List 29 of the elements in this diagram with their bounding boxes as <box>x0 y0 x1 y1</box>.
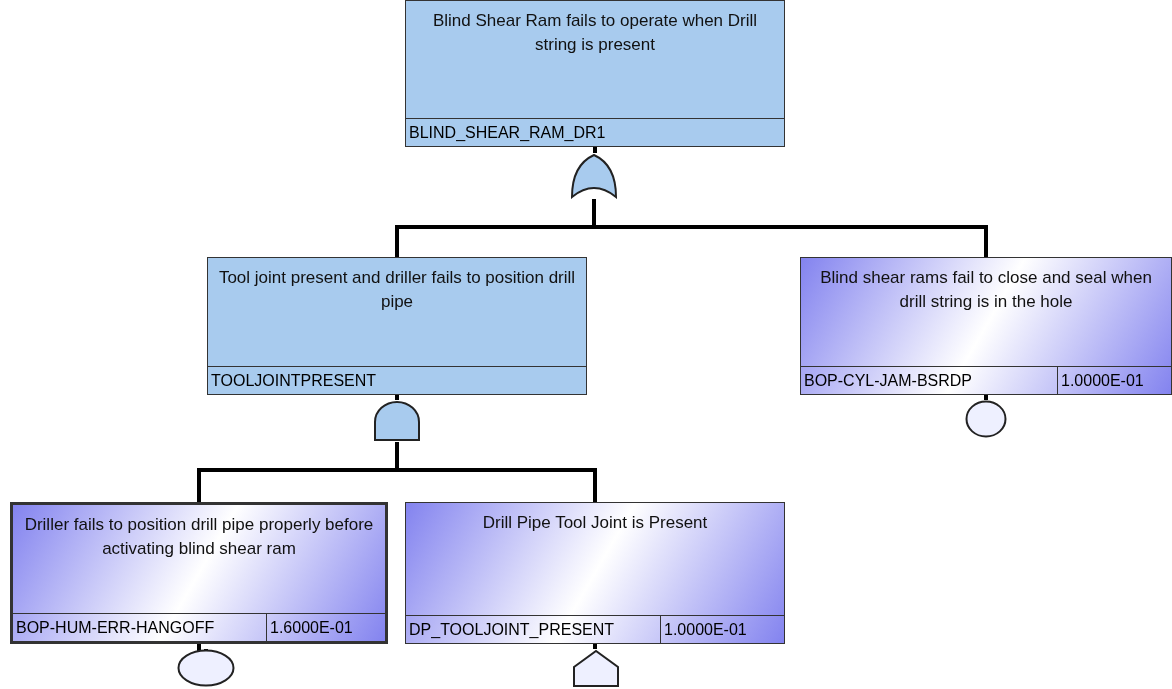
event-id: BLIND_SHEAR_RAM_DR1 <box>406 118 784 146</box>
connector-line <box>395 395 399 400</box>
event-box <box>10 502 388 644</box>
connector-line <box>593 147 597 153</box>
event-description: Blind Shear Ram fails to operate when Drill string is present <box>431 10 759 56</box>
and-gate-symbol <box>373 400 421 442</box>
basic-event-circle <box>177 649 235 687</box>
or-gate-symbol <box>570 153 618 199</box>
connector-line <box>984 395 988 400</box>
house-event-symbol <box>572 649 620 688</box>
event-box <box>207 257 587 395</box>
probability-value: 1.0000E-01 <box>1058 366 1171 394</box>
event-id: DP_TOOLJOINT_PRESENT <box>406 615 661 643</box>
probability-value: 1.0000E-01 <box>661 615 784 643</box>
event-description: Drill Pipe Tool Joint is Present <box>481 512 709 534</box>
event-description: Driller fails to position drill pipe properly before activating blind shear ram <box>23 514 375 560</box>
event-box <box>405 0 785 147</box>
connector-line <box>593 644 597 649</box>
event-id: BOP-HUM-ERR-HANGOFF <box>13 613 267 641</box>
event-id: BOP-CYL-JAM-BSRDP <box>801 366 1058 394</box>
event-box <box>405 502 785 644</box>
connector-line <box>395 442 597 502</box>
event-description: Tool joint present and driller fails to position drill pipe <box>217 267 577 313</box>
event-id: TOOLJOINTPRESENT <box>208 366 586 394</box>
event-box <box>800 257 1172 395</box>
event-description: Blind shear rams fail to close and seal when drill string is in the hole <box>819 267 1153 313</box>
connector-line <box>592 199 988 257</box>
probability-value: 1.6000E-01 <box>267 613 385 641</box>
basic-event-circle <box>965 400 1007 438</box>
